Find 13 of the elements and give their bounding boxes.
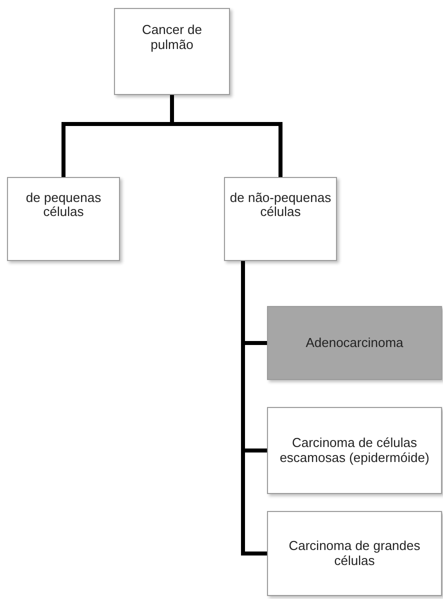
highlighted-box (267, 306, 442, 380)
category-box (224, 177, 337, 261)
node-label: Carcinoma de grandes células (288, 539, 422, 568)
node-label: de não-pequenas células (229, 190, 332, 220)
category-box (267, 407, 442, 494)
node-label: Cancer de pulmão (141, 23, 203, 52)
connector-line (241, 261, 267, 556)
category-box (7, 177, 120, 261)
node-label: de pequenas células (24, 190, 102, 220)
category-box (114, 8, 230, 95)
node-label: Carcinoma de células escamosas (epidermóide) (278, 436, 430, 465)
node-label: Adenocarcinoma (306, 336, 404, 350)
category-box (267, 511, 442, 596)
